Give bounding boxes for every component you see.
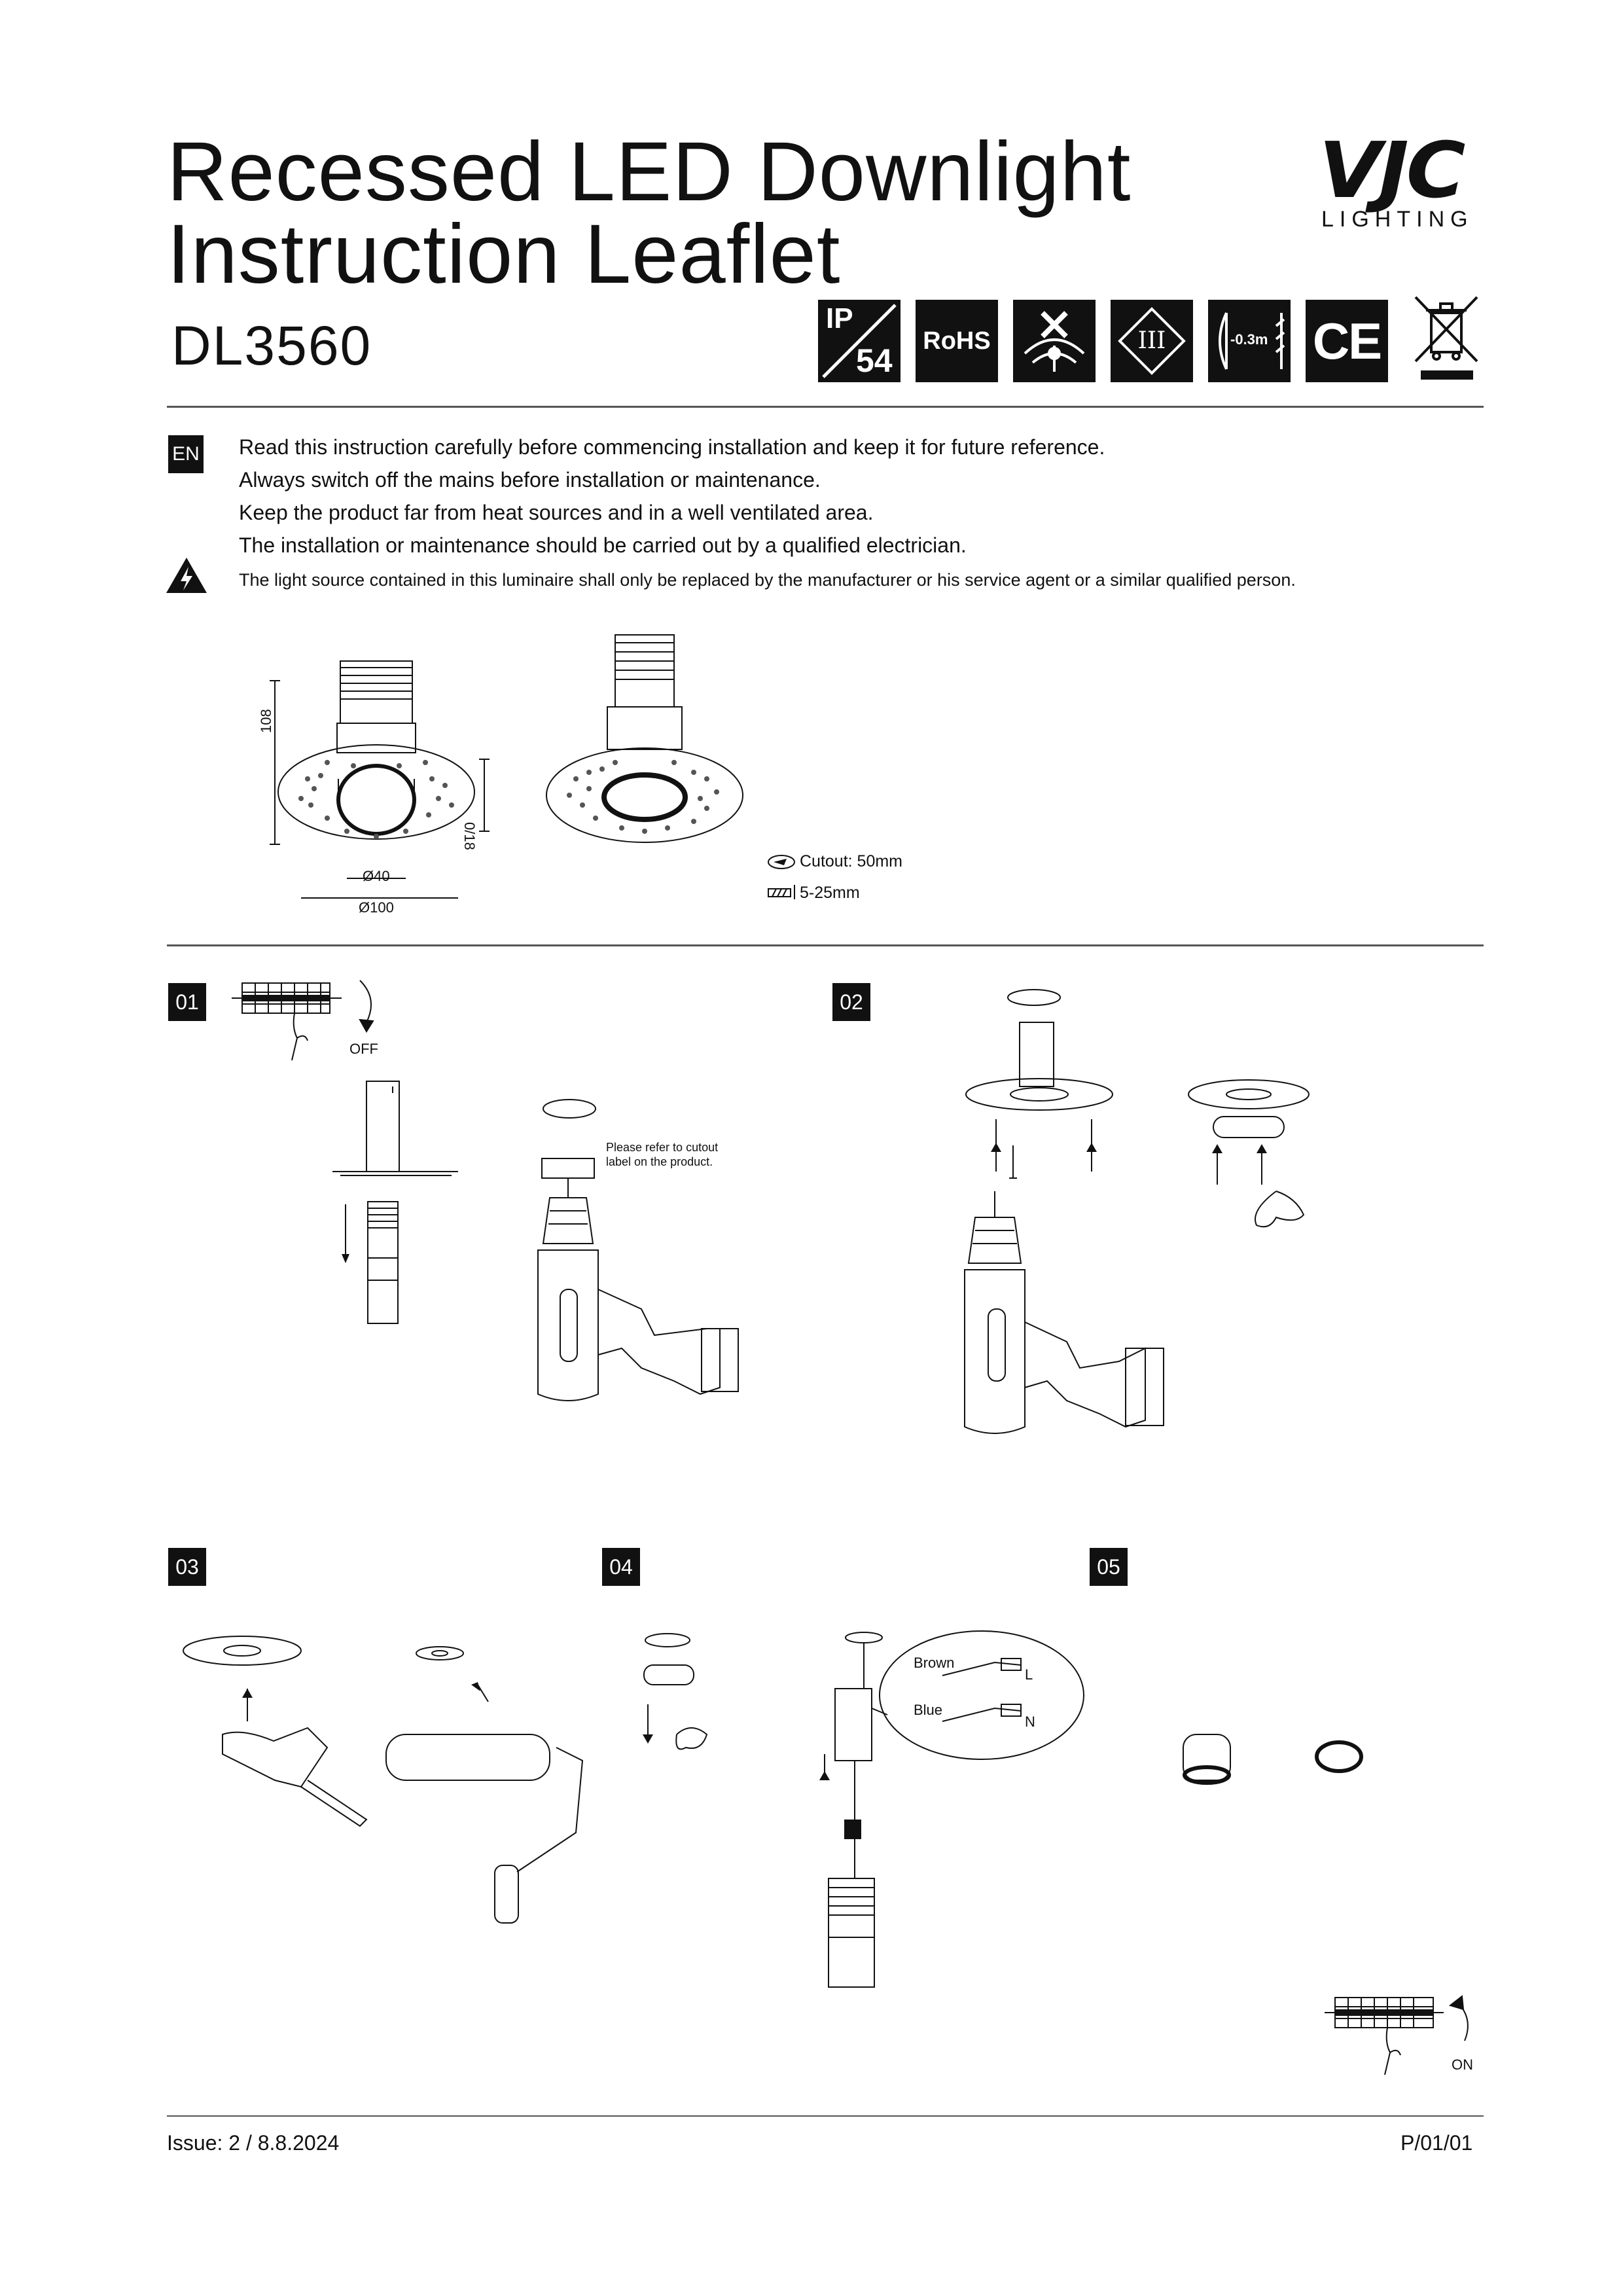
rohs-badge: RoHS (916, 300, 998, 382)
distance-badge: -0.3m (1208, 300, 1291, 382)
cutout-note-line-2: label on the product. (606, 1155, 713, 1168)
step-05-complete-drawing (1183, 1734, 1363, 1785)
step-01-drill-cutout-drawing (537, 1099, 739, 1401)
dim-depth: 0/18 (461, 822, 478, 850)
section-divider (167, 944, 1484, 946)
distance-label: -0.3m (1230, 331, 1268, 348)
off-label: OFF (349, 1041, 378, 1057)
brand-name: VJC (1319, 125, 1466, 215)
ip-number: 54 (856, 342, 893, 379)
ip-diagonal-icon (822, 304, 897, 378)
class-iii-icon (1118, 307, 1186, 375)
ce-badge: CE (1306, 300, 1388, 382)
product-dimension-drawing (270, 634, 743, 899)
cutout-icon (768, 855, 795, 869)
footer-divider (167, 2115, 1484, 2117)
breaker-on-drawing (1325, 1995, 1469, 2075)
cutout-note-line-1: Please refer to cutout (606, 1141, 719, 1154)
wire-brown-label: Brown (914, 1655, 955, 1671)
brand-logo: VJC LIGHTING (1319, 132, 1486, 232)
model-number: DL3560 (171, 315, 372, 376)
issue-info: Issue: 2 / 8.8.2024 (167, 2131, 340, 2155)
step-02-tag: 02 (832, 983, 870, 1021)
intro-line-4: The installation or maintenance should b… (239, 533, 967, 557)
brand-sub: LIGHTING (1321, 207, 1474, 232)
step-04-wiring-drawing (643, 1630, 1084, 1988)
terminal-n-label: N (1025, 1713, 1035, 1730)
cutout-size: Cutout: 50mm (800, 852, 903, 870)
step-03-tag: 03 (168, 1548, 206, 1586)
ceiling-thickness: 5-25mm (800, 884, 860, 902)
step-01-remove-light-drawing (332, 1081, 458, 1324)
intro-line-3: Keep the product far from heat sources a… (239, 501, 874, 524)
replacement-warning: The light source contained in this lumin… (239, 570, 1296, 590)
dim-outer-diameter: Ø100 (359, 899, 394, 916)
title-line-1: Recessed LED Downlight (167, 125, 1132, 219)
intro-line-1: Read this instruction carefully before c… (239, 435, 1105, 459)
electric-warning-icon (166, 558, 207, 593)
step-02-install-drawing (964, 989, 1310, 1434)
ceiling-thickness-icon (768, 885, 795, 899)
intro-line-2: Always switch off the mains before insta… (239, 468, 821, 492)
no-cover-icon (1024, 311, 1085, 372)
step-01-tag: 01 (168, 983, 206, 1021)
class-label: III (1137, 327, 1166, 354)
cutout-note: Please refer to cutout label on the prod… (606, 1140, 718, 1169)
crossed-bin-icon (1414, 296, 1478, 380)
lamp-distance-icon (1219, 312, 1285, 370)
step-05-tag: 05 (1090, 1548, 1128, 1586)
language-tag: EN (168, 435, 204, 473)
title-line-2: Instruction Leaflet (167, 207, 841, 301)
breaker-off-drawing (232, 980, 374, 1061)
page-number: P/01/01 (1400, 2131, 1473, 2155)
class-iii-badge: III (1111, 300, 1193, 382)
ip54-badge: IP 54 (818, 300, 901, 382)
ip-label: IP (826, 302, 853, 334)
step-04-tag: 04 (602, 1548, 640, 1586)
no-insulation-cover-badge (1013, 300, 1096, 382)
on-label: ON (1452, 2056, 1473, 2073)
dim-inner-diameter: Ø40 (363, 868, 390, 884)
wire-blue-label: Blue (914, 1702, 943, 1718)
step-03-finish-drawing (183, 1636, 584, 1924)
terminal-l-label: L (1025, 1666, 1033, 1683)
weee-badge (1410, 293, 1482, 385)
header-divider (167, 406, 1484, 408)
dim-height: 108 (258, 709, 274, 733)
